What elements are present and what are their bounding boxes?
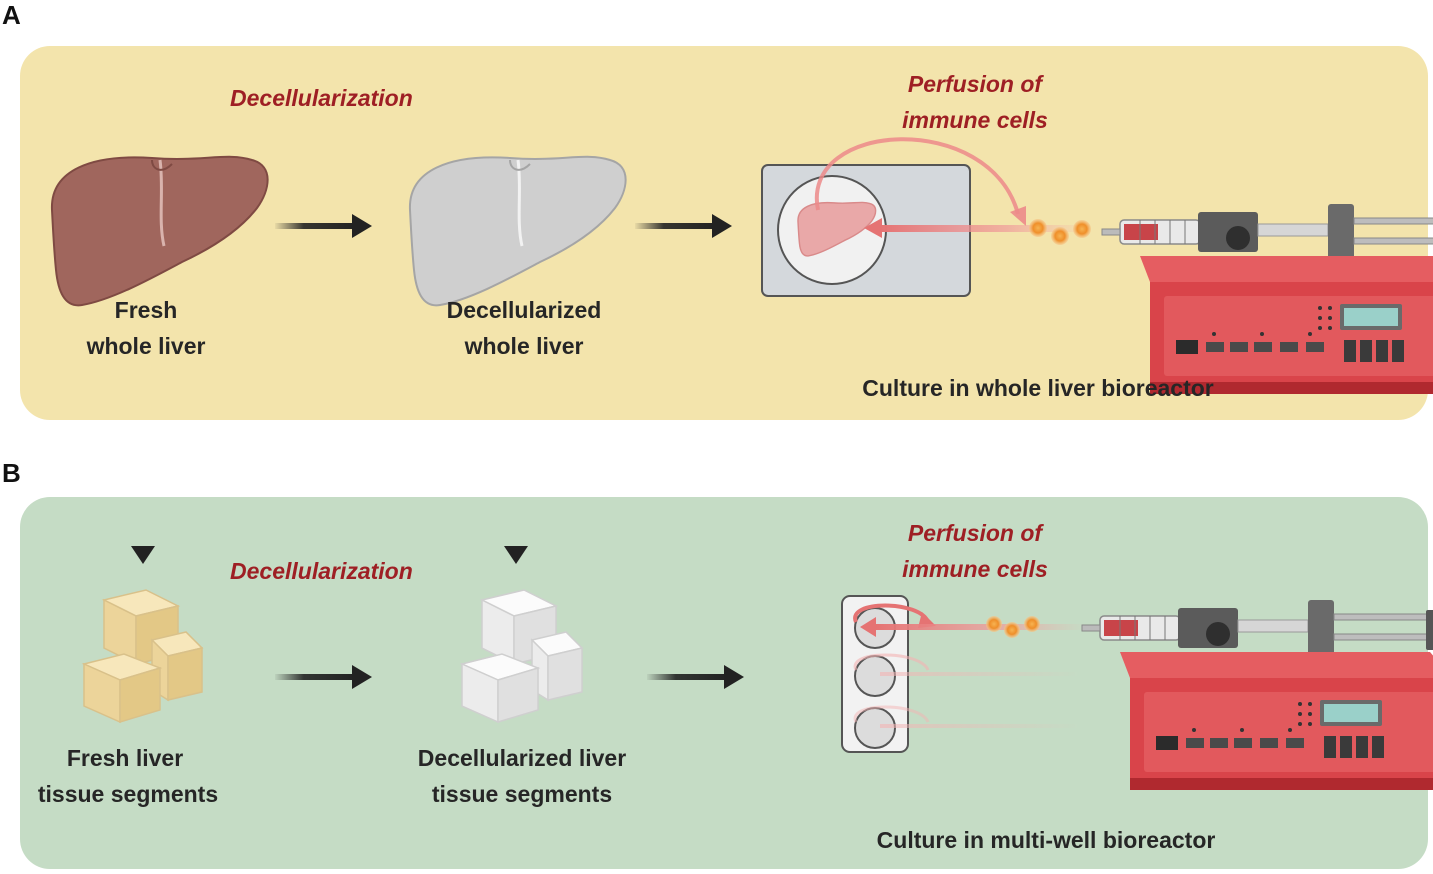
perfusion-arrows-b xyxy=(853,603,1086,728)
syringe-pump-icon xyxy=(1101,203,1433,395)
decell-tissue-label-line2: tissue segments xyxy=(431,781,613,807)
decell-whole-liver-label-line1: Decellularized xyxy=(446,297,602,323)
perfusion-label-a-line1: Perfusion of xyxy=(907,71,1043,97)
immune-cells-b xyxy=(986,616,1040,638)
fresh-whole-liver-label-line2: whole liver xyxy=(86,333,206,359)
perfusion-arrows-a xyxy=(814,137,1090,238)
syringe-pump-icon xyxy=(1081,599,1433,791)
arrow-b-fresh-to-decell xyxy=(275,665,372,689)
dashed-arrow-decell-down xyxy=(504,368,528,564)
perfusion-label-b-line2: immune cells xyxy=(902,556,1048,582)
panel-b-letter: B xyxy=(2,458,21,488)
immune-cells-a xyxy=(1029,219,1091,245)
culture-whole-liver-label: Culture in whole liver bioreactor xyxy=(862,375,1214,401)
decellularized-liver-icon xyxy=(408,155,627,307)
arrow-a-decell-to-bioreactor xyxy=(635,214,732,238)
fresh-tissue-label-line1: Fresh liver xyxy=(66,745,184,771)
perfusion-label-a-line2: immune cells xyxy=(902,107,1048,133)
decell-tissue-label-line1: Decellularized liver xyxy=(417,745,627,771)
panel-a-letter: A xyxy=(2,0,21,30)
culture-multiwell-label: Culture in multi-well bioreactor xyxy=(876,827,1216,853)
arrow-a-fresh-to-decell xyxy=(275,214,372,238)
liver-icon xyxy=(50,155,269,307)
bioreactor-chamber-icon xyxy=(761,164,971,297)
decell-whole-liver-label-line2: whole liver xyxy=(464,333,584,359)
fresh-tissue-label-line2: tissue segments xyxy=(37,781,219,807)
arrow-b-decell-to-bioreactor xyxy=(647,665,744,689)
tissue-cubes-icon xyxy=(81,589,204,724)
decellularized-cubes-icon xyxy=(459,589,584,724)
fresh-whole-liver-label-line1: Fresh xyxy=(114,297,178,323)
decellularization-label-a: Decellularization xyxy=(230,85,413,111)
decellularization-label-b: Decellularization xyxy=(230,558,413,584)
perfusion-label-b-line1: Perfusion of xyxy=(907,520,1043,546)
dashed-arrow-fresh-down xyxy=(131,368,155,564)
